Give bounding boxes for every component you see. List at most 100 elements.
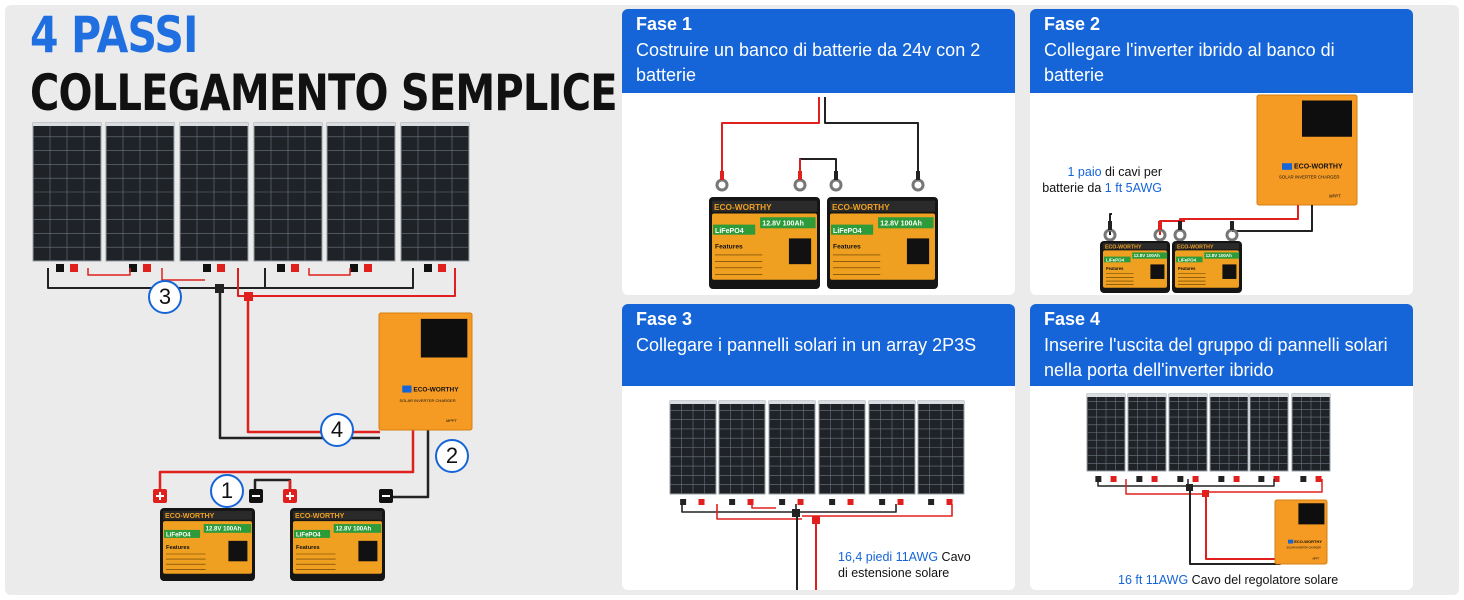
battery-brand: ECO-WORTHY [832,202,890,212]
solar-array [1086,393,1331,482]
positive-wire [716,504,802,520]
ring-terminal-icon [1173,228,1187,242]
step-title: Fase 3 [636,309,693,329]
branch-connector-icon [244,292,253,301]
positive-wire [246,301,380,434]
note-highlight: 1 paio [1067,165,1102,179]
solar-panel-icon [32,122,102,262]
branch-connector-icon [812,516,820,524]
negative-wire [681,504,797,513]
step-description: Collegare l'inverter ibrido al banco di … [1044,40,1335,85]
battery-brand: ECO-WORTHY [165,512,215,520]
step-card-3: Fase 3 Collegare i pannelli solari in un… [622,304,1015,590]
branch-connector-icon [215,284,224,293]
negative-terminal-icon [379,489,393,503]
battery-brand: ECO-WORTHY [1105,244,1142,250]
solar-panel-icon [669,400,717,505]
battery-brand: ECO-WORTHY [295,512,345,520]
battery-rating: 12.8V 100Ah [762,221,804,228]
negative-wire [1097,479,1189,487]
battery-features: Features [1178,266,1196,271]
step-card-1: Fase 1 Costruire un banco di batterie da… [622,9,1015,295]
positive-wire [308,268,351,276]
solar-array [669,400,965,505]
inverter-label: SOLAR INVERTER CHARGER [399,398,455,403]
battery-brand: ECO-WORTHY [1177,244,1214,250]
positive-wire [721,97,820,174]
solar-panel-icon [105,122,175,262]
battery-brand: ECO-WORTHY [714,202,772,212]
battery-features: Features [1106,266,1124,271]
battery-chemistry: LiFePO4 [1106,257,1125,262]
step-description: Collegare i pannelli solari in un array … [636,335,977,355]
battery-features: Features [833,244,861,251]
solar-array [32,122,470,272]
note-text: Cavo del regolatore solare [1188,573,1339,587]
negative-wire [386,430,430,499]
positive-wire [237,268,456,297]
battery-features: Features [166,545,190,551]
ring-terminal-icon [911,178,925,192]
negative-wire [799,158,837,179]
branch-connector-icon [1186,484,1193,491]
positive-terminal-icon [283,489,297,503]
array-to-inverter-diagram: ECO-WORTHY SOLAR INVERTER CHARGER MPPT [1086,393,1331,565]
note-highlight: 1 ft 5AWG [1104,181,1162,195]
inverter-mppt: MPPT [446,418,457,423]
step-badge-3: 3 [148,280,182,314]
battery-chemistry: LiFePO4 [715,228,744,235]
main-wiring-diagram: ECO-WORTHY SOLAR INVERTER CHARGER MPPT ECO… [32,122,473,581]
step-title: Fase 1 [636,14,693,34]
solar-panel-icon [768,400,816,505]
note-text: Cavo [938,550,971,564]
solar-array-diagram [669,400,965,590]
note-highlight: 16,4 piedi 11AWG [838,550,939,564]
step-card-2: Fase 2 Collegare l'inverter ibrido al ba… [1030,9,1413,295]
solar-panel-icon [818,400,866,505]
branch-connector-icon [792,509,800,517]
battery-rating: 12.8V 100Ah [206,527,242,533]
cable-note: 16,4 piedi 11AWG Cavo di estensione sola… [838,549,1008,581]
positive-wire [802,504,953,517]
solar-panel-icon [868,400,916,505]
battery-chemistry: LiFePO4 [1178,257,1197,262]
panel-terminals [56,264,446,272]
solar-panel-icon [400,122,470,262]
solar-panel-icon [917,400,965,505]
solar-panel-icon [1168,393,1208,482]
battery-rating: 12.8V 100Ah [880,221,922,228]
note-text: di cavi per [1101,165,1162,179]
positive-wire [1205,497,1277,560]
step-card-header: Fase 2 Collegare l'inverter ibrido al ba… [1030,9,1413,93]
positive-terminal-icon [153,489,167,503]
ring-terminal-icon [829,178,843,192]
inverter-label: SOLAR INVERTER CHARGER [1279,175,1340,180]
battery-chemistry: LiFePO4 [833,228,862,235]
step-title: Fase 4 [1044,309,1101,329]
inverter-brand: ECO-WORTHY [1294,539,1322,544]
inverter-icon: ECO-WORTHY SOLAR INVERTER CHARGER MPPT [1274,499,1328,565]
solar-panel-icon [718,400,766,505]
positive-wire [1206,479,1323,493]
step-card-header: Fase 1 Costruire un banco di batterie da… [622,9,1015,93]
battery-rating: 12.8V 100Ah [336,527,372,533]
solar-panel-icon [326,122,396,262]
positive-wire [87,268,131,276]
note-text: di estensione solare [838,566,950,580]
solar-panel-icon [1249,393,1289,482]
ring-terminal-icon [1225,228,1239,242]
inverter-mppt: MPPT [1312,558,1319,561]
battery-features: Features [715,244,743,251]
inverter-label: SOLAR INVERTER CHARGER [1286,547,1321,550]
step-card-header: Fase 4 Inserire l'uscita del gruppo di p… [1030,304,1413,386]
step-card-4: Fase 4 Inserire l'uscita del gruppo di p… [1030,304,1413,590]
step-description: Inserire l'uscita del gruppo di pannelli… [1044,335,1388,380]
